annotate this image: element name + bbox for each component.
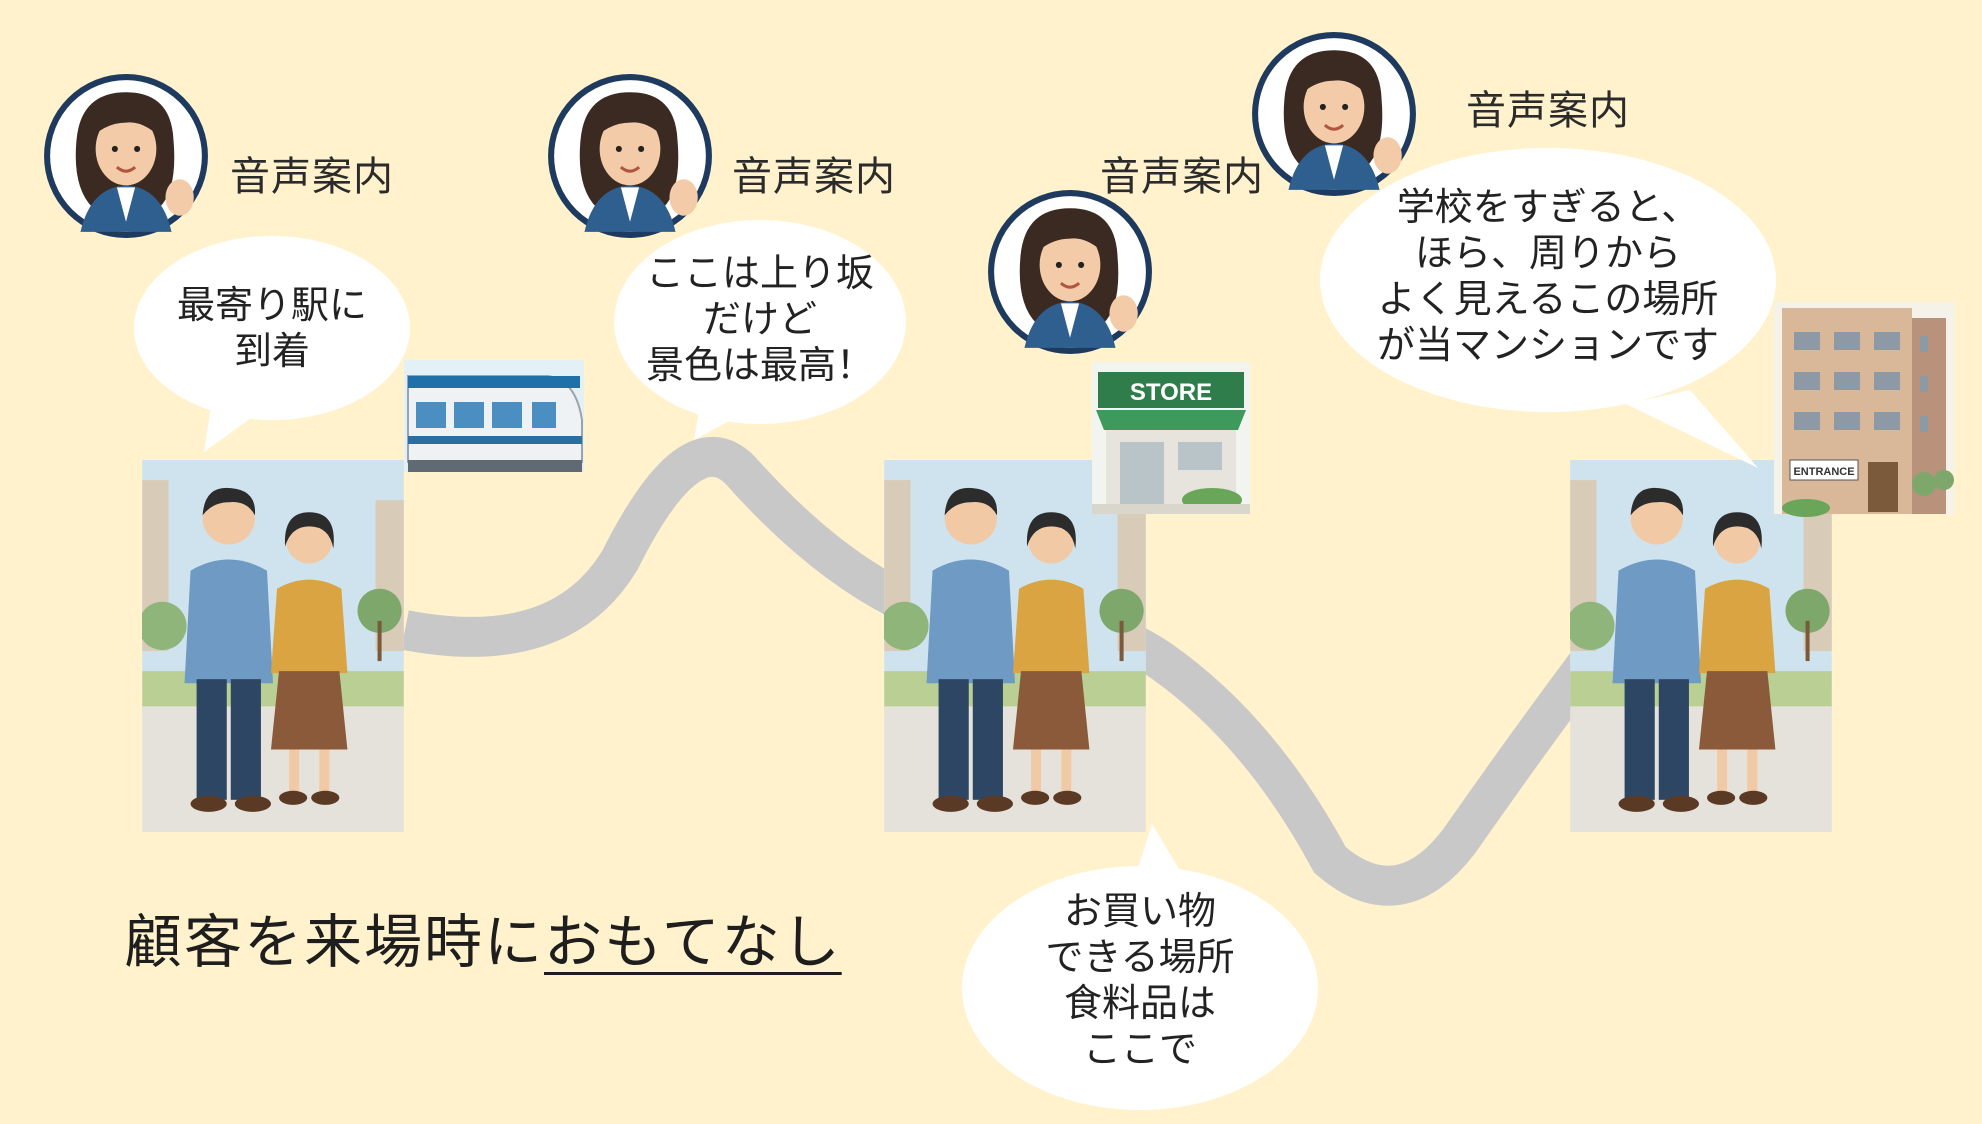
bubble-text-station: 最寄り駅に 到着 xyxy=(142,282,402,374)
bubble-line: 到着 xyxy=(233,329,310,373)
bubble-line: ここは上り坂 xyxy=(645,251,874,295)
bubble-line: だけど xyxy=(702,297,817,341)
bubble-line: よく見えるこの場所 xyxy=(1377,277,1719,321)
walking-couple-illustration xyxy=(1570,460,1832,832)
entrance-sign: ENTRANCE xyxy=(1793,466,1854,478)
bubble-line: できる場所 xyxy=(1045,935,1235,979)
title-prefix: 顧客を来場時に xyxy=(124,908,545,976)
bubble-line: ここで xyxy=(1082,1027,1197,1071)
bubble-line: お買い物 xyxy=(1063,889,1216,933)
walking-couple-illustration xyxy=(142,460,404,832)
speech-bubble xyxy=(134,236,410,452)
page-title: 顧客を来場時におもてなし xyxy=(124,895,842,979)
bubble-line: 最寄り駅に xyxy=(176,283,367,327)
guide-avatar-icon xyxy=(1255,35,1413,193)
guide-label: 音声案内 xyxy=(230,154,394,200)
store-sign: STORE xyxy=(1130,379,1212,406)
bubble-text-hill: ここは上り坂 だけど 景色は最高！ xyxy=(620,250,900,388)
apartment-building-icon: ENTRANCE xyxy=(1774,302,1954,517)
walking-couple-illustration xyxy=(884,460,1146,832)
store-icon: STORE xyxy=(1092,362,1250,514)
guide-avatar-icon xyxy=(551,77,709,235)
guide-label: 音声案内 xyxy=(1466,88,1630,134)
guide-label: 音声案内 xyxy=(1100,154,1264,200)
bubble-line: 景色は最高！ xyxy=(645,343,874,387)
bubble-text-apartment: 学校をすぎると、 ほら、周りから よく見えるこの場所 が当マンションです xyxy=(1358,184,1738,368)
train-icon xyxy=(404,360,584,472)
bubble-line: が当マンションです xyxy=(1376,323,1719,367)
guide-avatar-icon xyxy=(47,77,205,235)
speech-bubble xyxy=(614,220,906,440)
title-underlined: おもてなし xyxy=(544,908,842,976)
speech-bubble xyxy=(962,824,1318,1110)
bubble-line: 食料品は xyxy=(1063,981,1216,1025)
bubble-text-store: お買い物 できる場所 食料品は ここで xyxy=(1000,888,1280,1072)
speech-bubble xyxy=(1320,148,1776,468)
bubble-line: ほら、周りから xyxy=(1414,231,1681,275)
bubble-line: 学校をすぎると、 xyxy=(1396,185,1700,229)
guide-label: 音声案内 xyxy=(732,154,896,200)
guide-avatar-icon xyxy=(991,193,1149,351)
